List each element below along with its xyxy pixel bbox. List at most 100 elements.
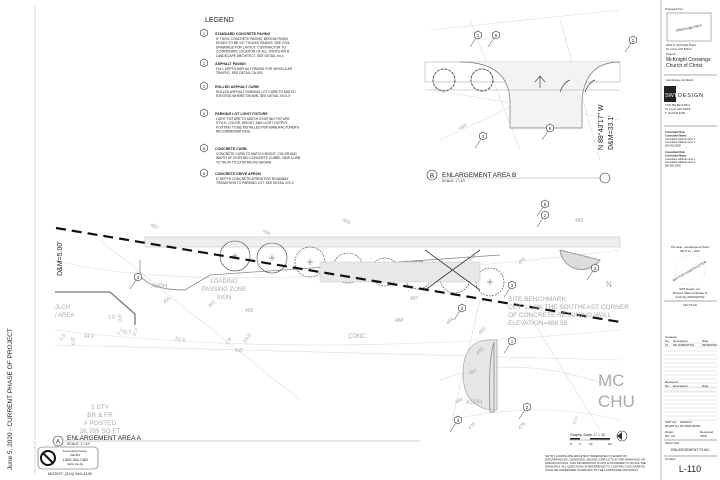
contour-label: 491' xyxy=(207,299,218,310)
svg-text:Know what's below.: Know what's below. xyxy=(63,449,88,453)
svg-text:5" THICK CONCRETE PAVING, BROO: 5" THICK CONCRETE PAVING, BROOM FINISH xyxy=(216,37,289,41)
callout-number: 3 xyxy=(482,134,485,139)
svg-text:SPECIFICATIONS. THIS INFORMATI: SPECIFICATIONS. THIS INFORMATION IS NOT … xyxy=(545,461,646,465)
dimension-label: 0.8' xyxy=(118,314,124,322)
graphic-scale: Graphic Scale: 1" = 10' 0' 5' 10' 20' xyxy=(570,433,612,446)
modot-phone: MODOT: (314) 340-4100 xyxy=(48,471,93,476)
contour-label: 487 xyxy=(410,296,419,302)
callout-hex-icon xyxy=(200,143,208,153)
svg-text:2510 E. McKnight Road: 2510 E. McKnight Road xyxy=(666,43,696,47)
svg-text:STYLE, COLOR, HEIGHT, AND LIGH: STYLE, COLOR, HEIGHT, AND LIGHT OUTPUT. xyxy=(216,121,288,125)
svg-text:00-0000-00000: 00-0000-00000 xyxy=(680,424,701,428)
svg-text:Consultant Address Line 2: Consultant Address Line 2 xyxy=(665,140,696,144)
call-811-logo: Know what's below. Call 811 1-800-344-74… xyxy=(37,446,99,476)
svg-text:St. Louis, MO 63119: St. Louis, MO 63119 xyxy=(665,107,691,111)
north-label: N xyxy=(606,280,612,289)
callout-number: 1 xyxy=(477,33,480,38)
dimension-label: 7.1' xyxy=(117,327,126,337)
contour-label: 489 xyxy=(575,218,584,224)
enlargement-area-a: D&M=5.00' ASPH LOADING PASSING ZONE SIGN… xyxy=(52,30,646,472)
svg-text:CONCRETE DRIVE APRON: CONCRETE DRIVE APRON xyxy=(215,172,261,176)
svg-text:CONCRETE CURB TO MATCH HEIGHT,: CONCRETE CURB TO MATCH HEIGHT, COLOR AND xyxy=(216,152,297,156)
svg-text:01: 01 xyxy=(665,343,669,347)
svg-text:Description: Description xyxy=(673,384,688,388)
svg-text:EDGES TO BE 1/2" TOOLED RADIUS: EDGES TO BE 1/2" TOOLED RADIUS. SEE CIVI… xyxy=(216,41,290,45)
sheet-number: L-110 xyxy=(679,464,701,474)
callout-hex-icon xyxy=(541,210,549,220)
sign-label: PASSING ZONE xyxy=(202,287,247,293)
callout-hex-icon xyxy=(508,280,516,290)
svg-text:Number: Number xyxy=(665,457,676,461)
svg-text:SHALL BE ADDRESSED IN WRITING: SHALL BE ADDRESSED IN WRITING TO THE LAN… xyxy=(545,468,639,472)
area-a-letter: A xyxy=(56,440,60,446)
svg-text:000.000.0000: 000.000.0000 xyxy=(665,144,681,148)
benchmark-text: ELEVATION=488.58' xyxy=(508,320,568,327)
contour-label: 488 xyxy=(395,318,404,324)
svg-text:Consultant Role: Consultant Role xyxy=(665,130,685,134)
building-label: 1 STY xyxy=(91,404,110,411)
seal xyxy=(674,254,706,286)
svg-text:Description: Description xyxy=(673,339,688,343)
contour-label: 483 xyxy=(477,326,487,336)
svg-text:ROLLED ASPHALT PARKING LOT CUR: ROLLED ASPHALT PARKING LOT CURB TO MATCH xyxy=(216,90,296,94)
dm-label-b: D&M=33.1' xyxy=(608,115,615,150)
svg-text:No.: No. xyxy=(665,339,670,343)
svg-text:BFWM No.: BFWM No. xyxy=(665,424,680,428)
contour-label: 495 xyxy=(341,217,351,226)
contour-label: 497 xyxy=(149,222,159,231)
svg-text:CONCRETE CURB: CONCRETE CURB xyxy=(215,147,247,151)
callout-hex-icon xyxy=(200,28,208,38)
callout-number: 1 xyxy=(632,38,635,43)
dimension-label: 10.6' xyxy=(242,332,253,344)
project-name: McKnight Crossings xyxy=(666,57,711,63)
callout-hex-icon xyxy=(492,30,500,40)
dimension-label: 0.8' xyxy=(225,336,234,346)
conc-label: CONC xyxy=(348,334,366,340)
svg-text:Reviewed: Reviewed xyxy=(700,430,714,434)
general-notes: NOTIFY LANDSCAPE ARCHITECT IMMEDIATELY I… xyxy=(545,454,646,472)
svg-text:Consultant Address Line 2: Consultant Address Line 2 xyxy=(665,160,696,164)
callout-number: 2 xyxy=(594,266,597,271)
svg-text:DD SUBMITTAL: DD SUBMITTAL xyxy=(673,343,695,347)
callout-number: 2 xyxy=(461,306,464,311)
area-a-marker xyxy=(52,435,64,447)
callout-number: 2 xyxy=(526,405,529,410)
svg-text:No.: No. xyxy=(665,384,670,388)
area-a-title: ENLARGEMENT AREA A xyxy=(67,435,142,442)
callout-number: 3 xyxy=(137,275,140,280)
svg-text:TO TIE-IN TO EXISTING AS SHOWN: TO TIE-IN TO EXISTING AS SHOWN. xyxy=(216,160,272,164)
svg-text:10': 10' xyxy=(589,442,593,446)
legend-title: LEGEND xyxy=(205,17,234,24)
area-b-title: ENLARGEMENT AREA B xyxy=(442,172,516,179)
svg-text:DESIGN: DESIGN xyxy=(678,93,704,99)
contour-label: 486 xyxy=(467,253,477,263)
svg-text:Missouri State Certificate of: Missouri State Certificate of xyxy=(673,291,707,295)
callout-hex-icon xyxy=(591,263,599,273)
svg-text:DRAWINGS FOR LAYOUT. CONTRACTO: DRAWINGS FOR LAYOUT. CONTRACTOR TO xyxy=(216,45,286,49)
mulch-label: / AREA xyxy=(55,313,74,319)
benchmark-text: SITE BENCHMARK: xyxy=(508,296,568,303)
contour-label: 484 xyxy=(445,316,455,326)
asph-label-2: ASPH xyxy=(466,400,482,406)
svg-text:Revisions: Revisions xyxy=(665,380,679,384)
svg-text:SWT No.: SWT No. xyxy=(665,420,677,424)
callout-hex-icon xyxy=(479,131,487,141)
svg-text:Authority #2016025792: Authority #2016025792 xyxy=(676,295,705,299)
svg-text:ROLLED ASPHALT CURB: ROLLED ASPHALT CURB xyxy=(215,85,259,89)
tree-symbol xyxy=(256,242,288,274)
svg-text:20': 20' xyxy=(608,442,612,446)
svg-text:COORDINATE LOCATION OF ALL JOI: COORDINATE LOCATION OF ALL JOINTS WITH xyxy=(216,50,290,54)
svg-text:STANDARD CONCRETE PAVING: STANDARD CONCRETE PAVING xyxy=(215,32,271,36)
svg-text:LIGHT FIXTURE TO MATCH EXISTIN: LIGHT FIXTURE TO MATCH EXISTING FIXTURE xyxy=(216,117,291,121)
svg-text:FULL DEPTH ASPHALT PAVING FOR: FULL DEPTH ASPHALT PAVING FOR VEHICULAR xyxy=(216,67,293,71)
building-label: 26,789 SQ FT xyxy=(80,428,121,435)
project-name: Church of Christ xyxy=(666,63,703,69)
svg-text:RECOMMENDATIONS.: RECOMMENDATIONS. xyxy=(216,130,251,134)
area-b-scale: SCALE: 1"=10' xyxy=(442,179,466,183)
title-block: Prepared For: Client Logo Here 2510 E. M… xyxy=(664,7,717,474)
svg-text:LANDSCAPE ARCHITECT. SEE DETAI: LANDSCAPE ARCHITECT. SEE DETAIL x/x-x xyxy=(216,54,284,58)
